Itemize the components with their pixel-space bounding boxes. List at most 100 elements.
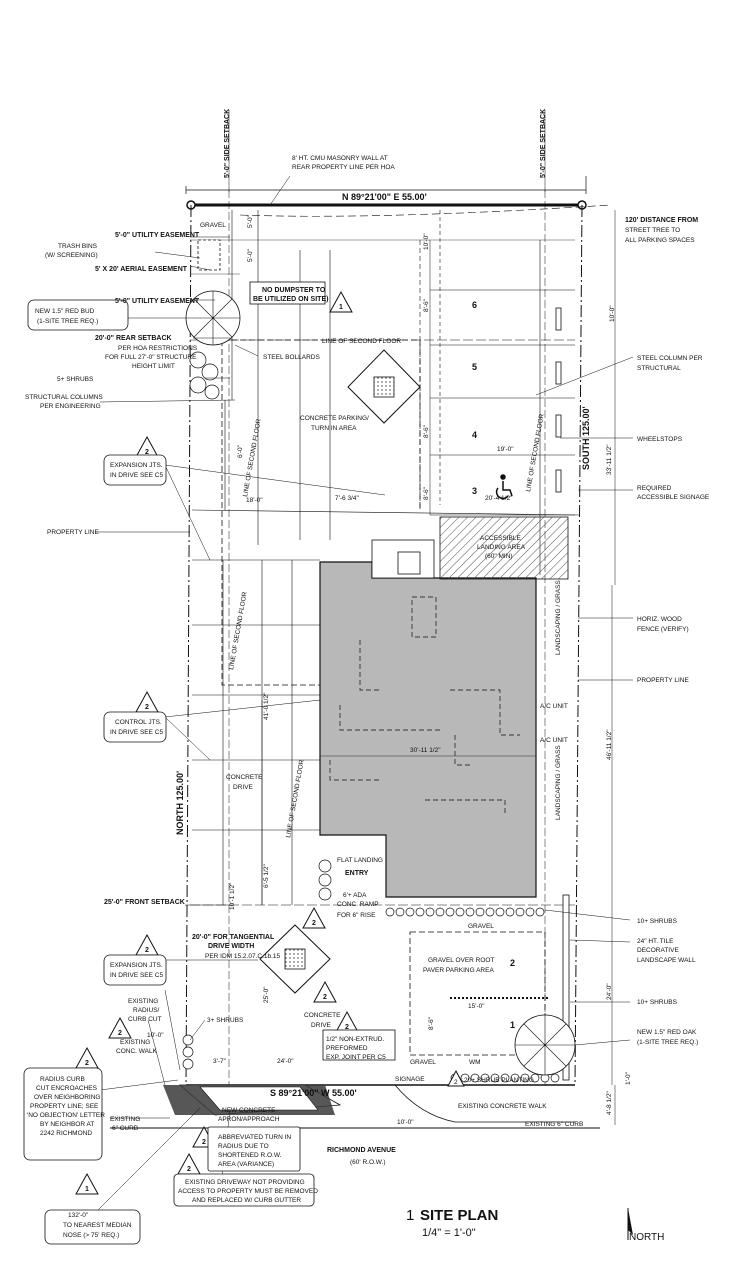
svg-text:OVER NEIGHBORING: OVER NEIGHBORING [34, 1094, 100, 1101]
svg-text:10'-0": 10'-0" [609, 305, 616, 322]
shrub-row-upper [385, 907, 545, 917]
svg-text:STEEL BOLLARDS: STEEL BOLLARDS [263, 354, 321, 361]
tree-red-oak [514, 1014, 576, 1076]
dumpster-note-box [249, 281, 326, 305]
svg-text:2: 2 [187, 1166, 191, 1173]
svg-text:ENTRY: ENTRY [345, 870, 369, 877]
svg-text:5'-0": 5'-0" [247, 214, 254, 228]
svg-text:NEW 1.5" RED OAK: NEW 1.5" RED OAK [637, 1029, 697, 1036]
svg-text:AREA (VARIANCE): AREA (VARIANCE) [218, 1161, 274, 1168]
parking-space-4: 4 [472, 430, 477, 440]
svg-text:3'-7": 3'-7" [213, 1058, 227, 1065]
svg-text:LANDING AREA: LANDING AREA [477, 544, 526, 551]
svg-text:HEIGHT LIMIT: HEIGHT LIMIT [132, 363, 175, 370]
svg-text:LANDSCAPING / GRASS: LANDSCAPING / GRASS [555, 745, 562, 820]
north-label: NORTH [629, 1232, 664, 1243]
svg-text:SHORTENED R.O.W.: SHORTENED R.O.W. [218, 1152, 282, 1159]
drain-upper [347, 349, 421, 424]
svg-text:19'-0": 19'-0" [497, 446, 514, 453]
svg-text:GRAVEL: GRAVEL [200, 222, 226, 229]
svg-text:REQUIRED: REQUIRED [637, 485, 672, 492]
svg-text:6" CURB: 6" CURB [112, 1125, 138, 1132]
svg-text:2: 2 [323, 994, 327, 1001]
svg-text:5' X 20' AERIAL EASEMENT: 5' X 20' AERIAL EASEMENT [95, 266, 188, 273]
svg-text:10'-1 1/2": 10'-1 1/2" [229, 882, 236, 910]
svg-text:PROPERTY LINE; SEE: PROPERTY LINE; SEE [30, 1103, 99, 1110]
svg-text:20+ SHRUB PLANTING: 20+ SHRUB PLANTING [464, 1077, 534, 1084]
svg-text:PER HOA RESTRICTIONS: PER HOA RESTRICTIONS [118, 345, 198, 352]
sheet-number: 1 [406, 1207, 414, 1224]
svg-text:4'-8 1/2": 4'-8 1/2" [606, 1091, 613, 1115]
front-setback: 25'-0" FRONT SETBACK [104, 899, 185, 906]
svg-text:5'-0" UTILITY EASEMENT: 5'-0" UTILITY EASEMENT [115, 298, 200, 305]
south-bearing: S 89°21'00" W 55.00' [270, 1088, 357, 1098]
svg-text:WHEELSTOPS: WHEELSTOPS [637, 436, 683, 443]
apron-slab [199, 1086, 319, 1111]
svg-text:5'-0" UTILITY EASEMENT: 5'-0" UTILITY EASEMENT [115, 232, 200, 239]
svg-text:2: 2 [118, 1030, 122, 1037]
svg-text:LINE OF SECOND FLOOR: LINE OF SECOND FLOOR [285, 759, 306, 838]
svg-text:CONCRETE: CONCRETE [304, 1012, 341, 1019]
svg-text:1: 1 [85, 1186, 89, 1193]
svg-text:10'-0": 10'-0" [423, 233, 430, 250]
svg-text:20'-0" FOR TANGENTIAL: 20'-0" FOR TANGENTIAL [192, 934, 275, 941]
door-box [397, 551, 421, 575]
svg-text:6'+ ADA: 6'+ ADA [343, 892, 367, 899]
svg-text:EXISTING: EXISTING [128, 998, 158, 1005]
side-setback-left: 5'-0" SIDE SETBACK [224, 109, 231, 178]
svg-text:(60' R.O.W.): (60' R.O.W.) [350, 1159, 386, 1166]
dimension-lines [261, 210, 616, 1125]
svg-text:8'-6": 8'-6" [428, 1016, 435, 1030]
sheet-title: 1 SITE PLAN 1/4" = 1'-0" NORTH [406, 1207, 664, 1243]
svg-text:2: 2 [345, 1024, 349, 1031]
svg-text:120' DISTANCE FROM: 120' DISTANCE FROM [625, 217, 698, 224]
svg-text:A/C UNIT: A/C UNIT [540, 737, 568, 744]
wheelstops [555, 307, 562, 493]
svg-text:15'-0": 15'-0" [468, 1003, 485, 1010]
svg-text:(60" MIN): (60" MIN) [485, 553, 513, 560]
svg-text:BE UTILIZED ON SITE): BE UTILIZED ON SITE) [253, 296, 328, 303]
svg-text:EXISTING: EXISTING [120, 1039, 150, 1046]
svg-text:TRASH BINS: TRASH BINS [58, 243, 98, 250]
svg-text:ACCESS TO PROPERTY MUST BE REM: ACCESS TO PROPERTY MUST BE REMOVED [178, 1188, 318, 1195]
svg-text:8'-6": 8'-6" [423, 424, 430, 438]
side-setback-right: 5'-0" SIDE SETBACK [540, 109, 547, 178]
svg-text:ACCESSIBLE: ACCESSIBLE [480, 535, 521, 542]
svg-text:LINE OF SECOND FLOOR: LINE OF SECOND FLOOR [322, 338, 401, 345]
svg-text:DRIVE: DRIVE [311, 1022, 332, 1029]
svg-text:8'-6": 8'-6" [423, 298, 430, 312]
parking-space-6: 6 [472, 300, 477, 310]
svg-text:AND REPLACED W/ CURB GUTTER: AND REPLACED W/ CURB GUTTER [192, 1197, 301, 1204]
svg-text:CURB CUT: CURB CUT [128, 1016, 162, 1023]
svg-text:FENCE (VERIFY): FENCE (VERIFY) [637, 626, 689, 633]
svg-text:PROPERTY LINE: PROPERTY LINE [47, 529, 99, 536]
svg-text:24" HT. TILE: 24" HT. TILE [637, 938, 674, 945]
svg-text:10+ SHRUBS: 10+ SHRUBS [637, 999, 678, 1006]
north-bearing: N 89°21'00" E 55.00' [342, 192, 427, 202]
svg-text:ALL PARKING SPACES: ALL PARKING SPACES [625, 237, 695, 244]
svg-text:LINE OF SECOND FLOOR: LINE OF SECOND FLOOR [242, 418, 263, 497]
leader-lines [89, 175, 634, 1219]
svg-text:CONTROL JTS.: CONTROL JTS. [115, 719, 162, 726]
svg-text:IN DRIVE SEE C5: IN DRIVE SEE C5 [110, 729, 163, 736]
svg-text:18'-0": 18'-0" [246, 497, 263, 504]
svg-text:NO DUMPSTER TO: NO DUMPSTER TO [262, 287, 326, 294]
svg-text:EXISTING CONCRETE WALK: EXISTING CONCRETE WALK [458, 1103, 547, 1110]
svg-text:2: 2 [202, 1139, 206, 1146]
north-arrow-icon [627, 1208, 633, 1240]
shrubs-left [182, 351, 332, 1070]
drain-lower [259, 924, 331, 994]
svg-text:(1-SITE TREE REQ.): (1-SITE TREE REQ.) [37, 318, 98, 325]
svg-text:EXISTING DRIVEWAY NOT PROVIDIN: EXISTING DRIVEWAY NOT PROVIDING [185, 1179, 305, 1186]
svg-text:DRIVE: DRIVE [233, 784, 254, 791]
svg-text:CONC. WALK: CONC. WALK [116, 1048, 158, 1055]
svg-text:PER IDM 15.2.07.C.1b.15: PER IDM 15.2.07.C.1b.15 [205, 953, 281, 960]
svg-text:DRIVE WIDTH: DRIVE WIDTH [208, 943, 254, 950]
svg-text:LINE OF SECOND FLOOR: LINE OF SECOND FLOOR [525, 413, 546, 492]
gravel-paver-area [409, 931, 546, 1056]
svg-text:GRAVEL: GRAVEL [410, 1059, 436, 1066]
svg-text:STEEL COLUMN PER: STEEL COLUMN PER [637, 355, 703, 362]
svg-text:2242 RICHMOND: 2242 RICHMOND [40, 1130, 92, 1137]
svg-text:30'-11 1/2": 30'-11 1/2" [410, 747, 441, 754]
svg-text:CUT ENCROACHES: CUT ENCROACHES [36, 1085, 98, 1092]
